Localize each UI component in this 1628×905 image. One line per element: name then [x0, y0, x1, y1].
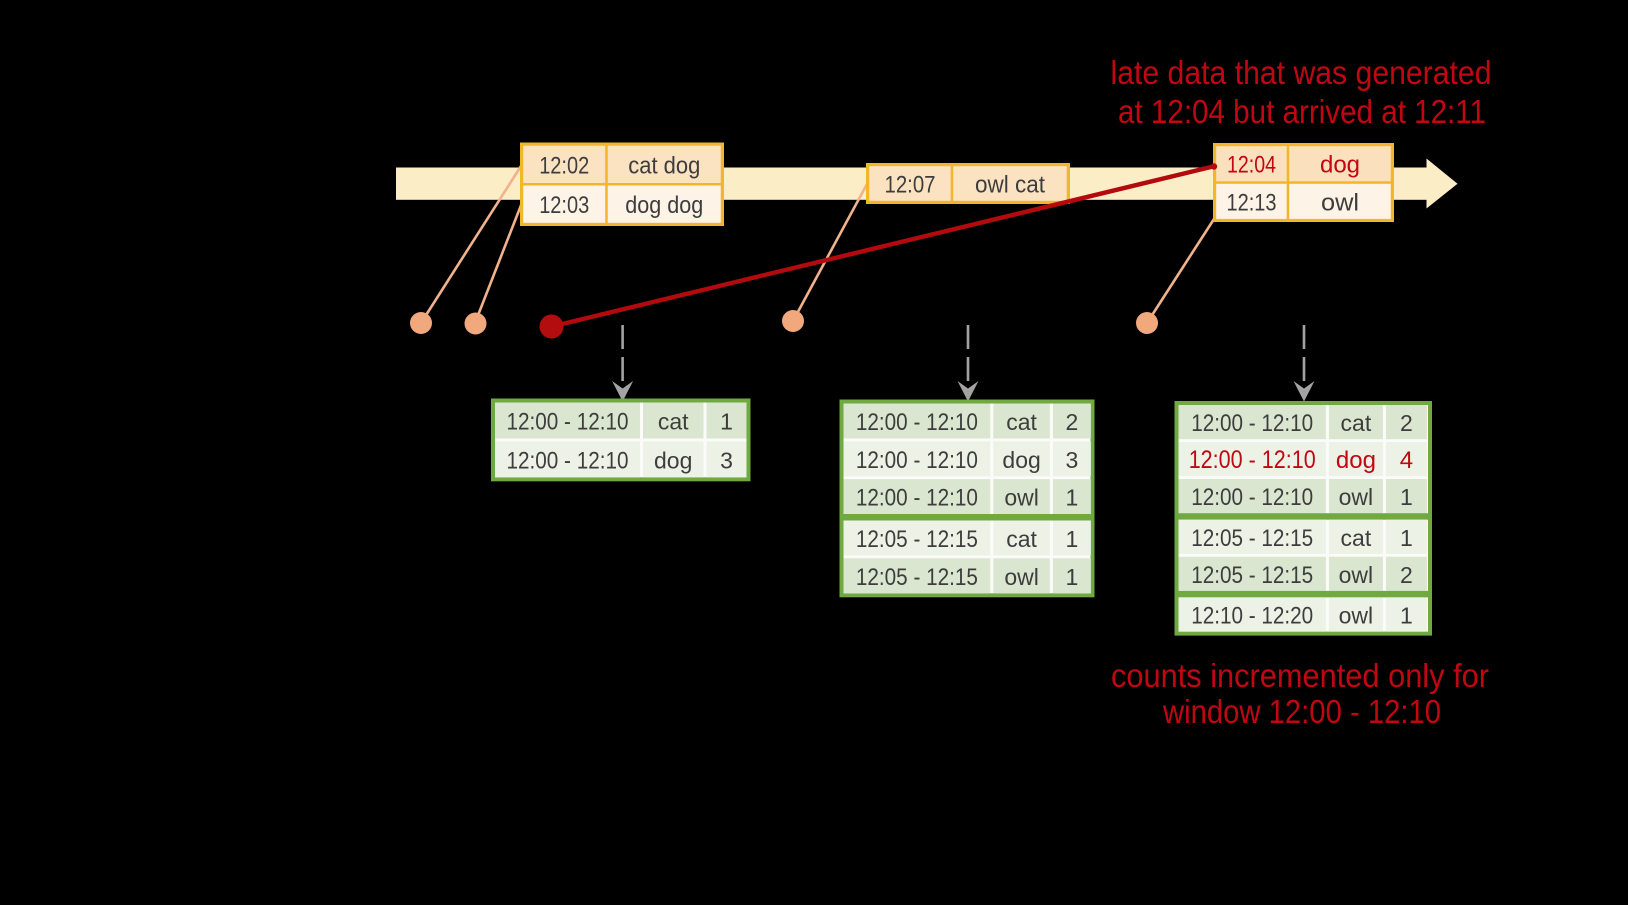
svg-text:owl: owl: [1321, 189, 1359, 216]
svg-text:dog: dog: [654, 447, 692, 473]
svg-text:1: 1: [1400, 603, 1413, 629]
svg-text:4: 4: [1400, 447, 1413, 474]
svg-text:1: 1: [1066, 564, 1079, 590]
svg-text:12:04: 12:04: [1227, 152, 1276, 179]
svg-text:12:10 - 12:20: 12:10 - 12:20: [1191, 603, 1313, 630]
svg-text:3: 3: [720, 447, 733, 473]
svg-text:cat: cat: [1006, 526, 1037, 552]
svg-text:cat: cat: [1341, 410, 1372, 436]
svg-text:12:00 - 12:10: 12:00 - 12:10: [856, 409, 978, 436]
svg-text:owl: owl: [1339, 484, 1374, 510]
svg-text:cat: cat: [1006, 409, 1037, 435]
svg-text:owl: owl: [1004, 564, 1039, 590]
svg-text:owl: owl: [1339, 603, 1374, 629]
svg-text:12:00 - 12:10: 12:00 - 12:10: [856, 447, 978, 474]
svg-text:at 12:04 but arrived at 12:11: at 12:04 but arrived at 12:11: [1118, 93, 1486, 130]
svg-text:12:00 - 12:10: 12:00 - 12:10: [1191, 410, 1313, 437]
svg-text:12:02: 12:02: [539, 152, 589, 179]
svg-text:1: 1: [1400, 525, 1413, 551]
svg-text:cat: cat: [658, 409, 689, 435]
svg-text:12:00 - 12:10: 12:00 - 12:10: [507, 447, 629, 474]
svg-text:1: 1: [1400, 484, 1413, 510]
svg-text:12:00 - 12:10: 12:00 - 12:10: [1191, 484, 1313, 511]
svg-text:12:05 - 12:15: 12:05 - 12:15: [856, 564, 978, 591]
svg-text:12:05 - 12:15: 12:05 - 12:15: [1191, 562, 1313, 589]
svg-text:dog: dog: [1320, 152, 1360, 179]
svg-text:12:13: 12:13: [1227, 189, 1277, 216]
svg-text:12:03: 12:03: [539, 192, 589, 219]
svg-text:owl: owl: [1004, 485, 1039, 511]
svg-text:12:05 - 12:15: 12:05 - 12:15: [1191, 525, 1313, 552]
svg-text:owl: owl: [1339, 562, 1374, 588]
svg-text:cat dog: cat dog: [628, 152, 700, 179]
svg-text:2: 2: [1400, 562, 1413, 588]
svg-text:12:00 - 12:10: 12:00 - 12:10: [856, 485, 978, 512]
svg-text:dog: dog: [1002, 447, 1040, 473]
svg-text:dog: dog: [1336, 447, 1376, 474]
svg-text:1: 1: [720, 409, 733, 435]
svg-text:12:07: 12:07: [885, 172, 936, 199]
svg-text:12:05 - 12:15: 12:05 - 12:15: [856, 526, 978, 553]
svg-text:12:00 - 12:10: 12:00 - 12:10: [1189, 446, 1316, 474]
svg-text:counts incremented only for: counts incremented only for: [1111, 657, 1489, 694]
svg-text:dog dog: dog dog: [625, 192, 703, 219]
svg-text:owl cat: owl cat: [975, 172, 1045, 199]
svg-text:late data that was generated: late data that was generated: [1111, 54, 1492, 91]
svg-text:3: 3: [1066, 447, 1079, 473]
svg-text:12:00 - 12:10: 12:00 - 12:10: [507, 409, 629, 436]
svg-text:1: 1: [1066, 485, 1079, 511]
svg-text:2: 2: [1400, 410, 1413, 436]
svg-text:window 12:00 - 12:10: window 12:00 - 12:10: [1162, 693, 1441, 730]
svg-text:2: 2: [1066, 409, 1079, 435]
svg-text:1: 1: [1066, 526, 1079, 552]
svg-text:cat: cat: [1341, 525, 1372, 551]
